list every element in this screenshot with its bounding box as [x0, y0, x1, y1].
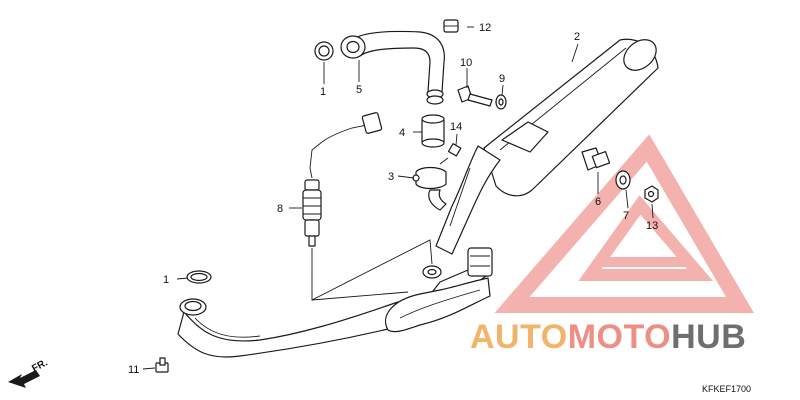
part-label-9: 9 — [499, 73, 505, 85]
watermark-text-moto: MOTO — [568, 318, 671, 356]
nut-part-12 — [443, 19, 459, 33]
collar-part-4 — [421, 114, 445, 148]
part-label-7: 7 — [623, 210, 629, 222]
exhaust-pipe — [177, 247, 493, 358]
part-labels: 1 1 2 3 4 5 6 7 8 9 10 11 12 13 14 — [128, 22, 658, 376]
gasket-part-1-lower — [186, 270, 212, 284]
clamp-part-3 — [412, 166, 447, 211]
nut-part-13 — [644, 185, 659, 203]
part-label-14: 14 — [450, 121, 462, 133]
part-label-12: 12 — [479, 22, 491, 34]
part-label-6: 6 — [595, 196, 601, 208]
part-label-3: 3 — [388, 171, 394, 183]
watermark-text-hub: HUB — [671, 318, 746, 356]
washer-part-9 — [495, 94, 507, 110]
bolt-part-11 — [155, 357, 169, 373]
watermark-triangle-outer — [494, 134, 754, 313]
bolt-part-10 — [457, 85, 493, 107]
washer-part-7 — [615, 170, 631, 190]
part-label-4: 4 — [399, 127, 405, 139]
upper-pipe-part-5 — [340, 30, 445, 105]
part-label-2: 2 — [574, 31, 580, 43]
drawing-code: KFKEF1700 — [702, 384, 751, 394]
watermark-text: AUTOMOTOHUB — [470, 318, 746, 356]
callout-lines — [142, 26, 654, 370]
watermark-text-auto: AUTO — [470, 318, 568, 356]
front-direction-arrow: FR. — [8, 357, 50, 388]
part-label-13: 13 — [646, 220, 658, 232]
front-direction-label: FR. — [30, 357, 50, 374]
watermark-logo — [494, 134, 754, 313]
plug-part-6 — [581, 147, 611, 171]
part-label-1-lower: 1 — [163, 274, 169, 286]
part-label-5: 5 — [356, 84, 362, 96]
watermark-triangle-inner — [578, 195, 714, 281]
bolt-part-14 — [439, 143, 462, 165]
part-label-1-top: 1 — [320, 86, 326, 98]
part-label-8: 8 — [277, 203, 283, 215]
part-label-10: 10 — [460, 57, 472, 69]
muffler — [435, 38, 659, 255]
part-label-11: 11 — [128, 364, 139, 376]
gasket-part-1-top — [314, 41, 334, 61]
leader-lines — [311, 239, 433, 301]
sensor-part-8 — [302, 112, 383, 247]
